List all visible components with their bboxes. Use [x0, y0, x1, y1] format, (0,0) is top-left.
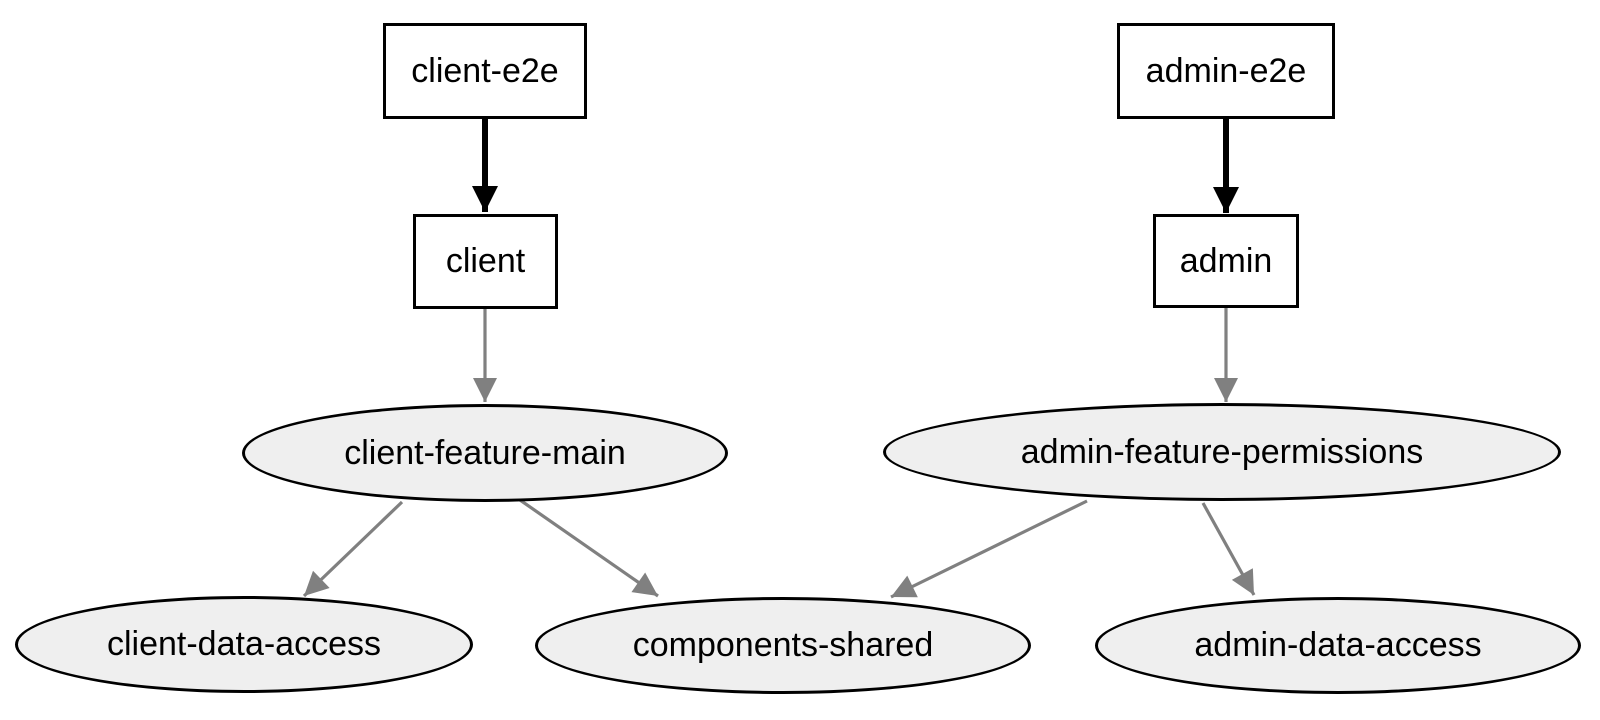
node-components-shared: components-shared — [535, 597, 1031, 694]
node-label: admin-feature-permissions — [1020, 432, 1424, 471]
node-label: client — [445, 242, 526, 280]
node-client-e2e: client-e2e — [383, 23, 587, 119]
node-client-feature-main: client-feature-main — [242, 404, 728, 502]
node-client-data-access: client-data-access — [15, 596, 473, 693]
node-admin-data-access: admin-data-access — [1095, 597, 1581, 694]
edge-client-feature-main-to-components-shared — [519, 498, 659, 598]
node-label: admin-e2e — [1145, 51, 1307, 90]
node-label: client-feature-main — [344, 433, 626, 472]
node-label: client-data-access — [106, 625, 381, 663]
node-label: admin — [1179, 241, 1273, 280]
edge-admin-feature-permissions-to-admin-data-access — [1201, 502, 1256, 596]
node-client: client — [413, 214, 558, 309]
node-label: admin-data-access — [1194, 626, 1482, 664]
node-admin-feature-permissions: admin-feature-permissions — [883, 403, 1561, 501]
edge-admin-feature-permissions-to-components-shared — [890, 499, 1088, 599]
node-label: components-shared — [632, 626, 934, 664]
edge-client-feature-main-to-client-data-access — [302, 500, 404, 598]
node-label: client-e2e — [411, 51, 559, 90]
node-admin: admin — [1153, 214, 1299, 308]
node-admin-e2e: admin-e2e — [1117, 23, 1335, 119]
